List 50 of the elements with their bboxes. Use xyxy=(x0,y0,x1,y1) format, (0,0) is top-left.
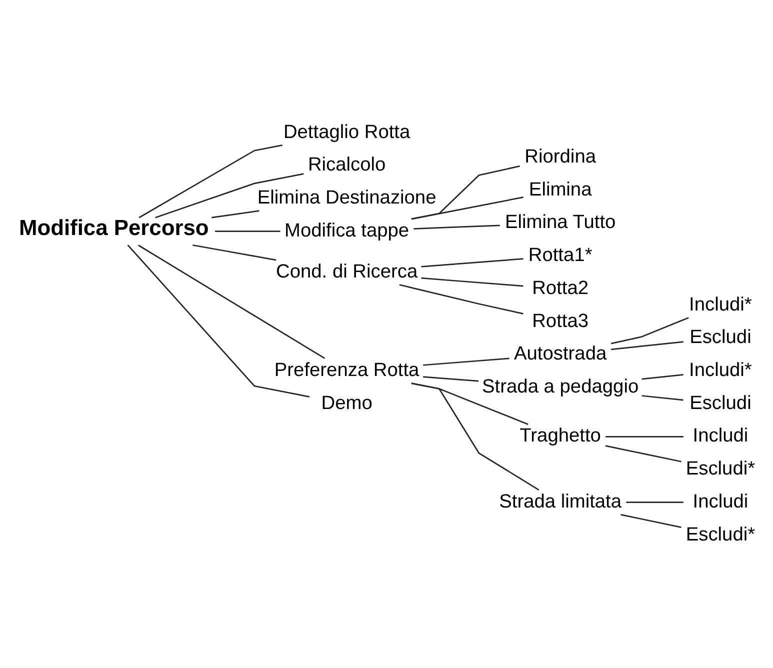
node-text: Autostrada xyxy=(514,344,607,365)
connector xyxy=(138,144,282,218)
node-text: Rotta2 xyxy=(532,278,589,299)
node-text: Elimina Tutto xyxy=(504,212,616,234)
node-text: Rotta1* xyxy=(528,245,592,266)
node-text: Includi xyxy=(692,426,748,447)
node-text: Modifica tappe xyxy=(284,220,410,242)
connector xyxy=(620,514,682,528)
connector xyxy=(411,165,520,220)
node-text: Strada limitata xyxy=(499,491,622,512)
connector xyxy=(421,277,524,287)
connector xyxy=(411,196,524,220)
node-text: Modifica Percorso xyxy=(18,215,209,240)
connector xyxy=(127,244,310,398)
node-text: Includi xyxy=(692,491,748,512)
connector xyxy=(626,502,684,504)
node-text: Escludi* xyxy=(686,524,756,546)
connector xyxy=(423,358,510,366)
node-text: Preferenza Rotta xyxy=(274,360,420,382)
node-text: Rotta3 xyxy=(532,310,589,332)
node-text: Elimina Destinazione xyxy=(257,188,436,209)
connector xyxy=(611,341,684,350)
connector xyxy=(192,244,276,261)
node-text: Cond. di Ricerca xyxy=(276,261,418,282)
connector xyxy=(610,317,689,344)
node-text: Strada a pedaggio xyxy=(482,376,639,398)
connector xyxy=(399,284,524,314)
connector xyxy=(423,376,479,382)
connector xyxy=(642,395,684,401)
connector xyxy=(606,436,684,438)
connector xyxy=(414,224,500,230)
node-text: Escludi xyxy=(690,392,752,414)
node-text: Traghetto xyxy=(520,426,601,447)
connector xyxy=(215,230,280,232)
node-text: Demo xyxy=(321,392,372,414)
node-text: Includi* xyxy=(689,294,752,316)
node-text: Includi* xyxy=(689,360,752,382)
connector xyxy=(642,374,684,380)
node-text: Ricalcolo xyxy=(308,154,386,176)
node-text: Elimina xyxy=(528,179,592,200)
connector xyxy=(212,210,260,218)
connector xyxy=(605,445,682,462)
node-text: Riordina xyxy=(524,146,596,168)
connector xyxy=(138,244,325,359)
connector xyxy=(411,382,540,491)
node-text: Dettaglio Rotta xyxy=(283,122,410,143)
node-text: Escludi* xyxy=(686,458,756,480)
connector xyxy=(155,173,304,218)
node-text: Escludi xyxy=(690,327,752,348)
connector xyxy=(421,258,524,268)
